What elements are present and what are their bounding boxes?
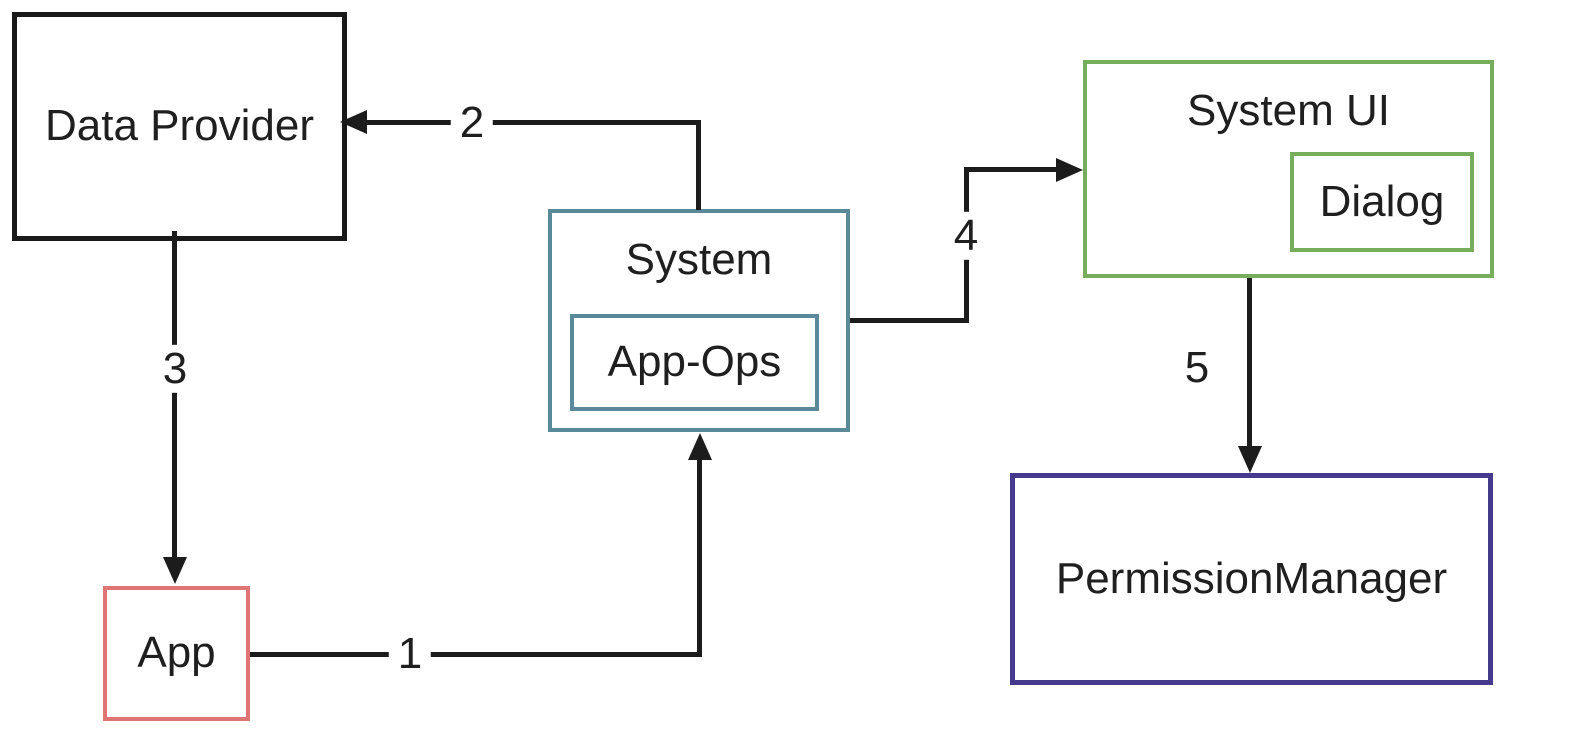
arrow-5-line [1247,278,1252,448]
node-dialog: Dialog [1290,152,1474,252]
arrowhead-down-icon [1238,446,1262,473]
edge-label-4: 4 [944,211,988,261]
arrow-1-line [697,459,702,657]
edge-label-2: 2 [450,98,494,148]
arrowhead-down-icon [163,557,187,584]
arrow-4-line [850,318,969,323]
node-dialog-label: Dialog [1319,176,1445,226]
edge-label-1: 1 [388,629,432,679]
arrow-3-line [172,231,177,559]
arrowhead-right-icon [1056,158,1083,182]
arrow-1-line [250,652,702,657]
edge-label-5: 5 [1175,343,1219,393]
arrowhead-left-icon [340,110,367,134]
node-app-ops-label: App-Ops [607,337,782,387]
arrowhead-up-icon [688,433,712,460]
edge-label-3: 3 [153,344,197,394]
node-data-provider-label: Data Provider [44,101,314,151]
node-permission-manager: PermissionManager [1010,473,1493,685]
node-system-label: System [625,235,773,284]
arrow-2-line [696,122,701,210]
node-system-ui-label: System UI [1187,86,1390,135]
node-system: System App-Ops [548,209,850,432]
node-app-ops: App-Ops [570,314,819,411]
node-system-ui: System UI Dialog [1083,60,1494,278]
node-data-provider: Data Provider [12,12,347,241]
arrow-2-line [362,120,701,125]
node-app: App [103,586,250,721]
node-app-label: App [137,628,216,678]
arrow-4-line [964,167,1058,172]
node-permission-manager-label: PermissionManager [1055,553,1448,603]
